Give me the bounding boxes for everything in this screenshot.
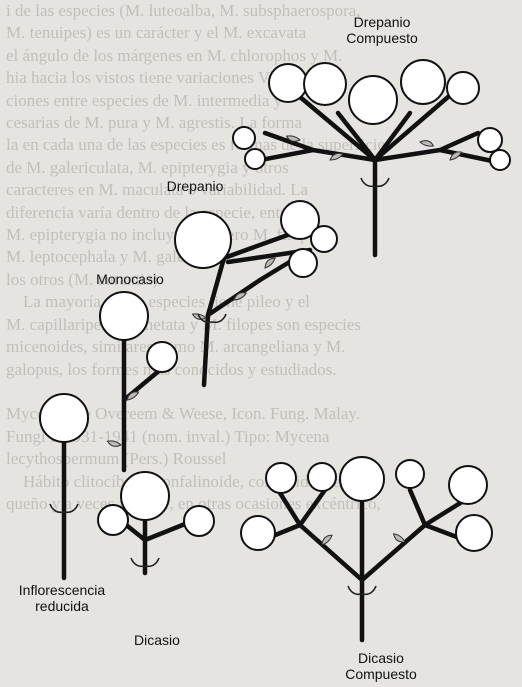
label-drepanio: Drepanio bbox=[150, 178, 240, 194]
bract-dcomp-1 bbox=[320, 533, 334, 546]
stem-dc-r2 bbox=[375, 150, 497, 162]
flower-dcomp-6 bbox=[449, 466, 487, 504]
flower-dc-4 bbox=[401, 60, 445, 104]
label-dicasio-compuesto: Dicasio Compuesto bbox=[321, 650, 441, 682]
flower-monocasio-terminal bbox=[100, 292, 148, 340]
flower-dicasio-left bbox=[98, 505, 128, 535]
flower-drepanio-3 bbox=[311, 226, 337, 252]
flower-dicasio-right bbox=[184, 506, 214, 536]
stem-dcomp-l3 bbox=[300, 490, 325, 525]
flower-dcomp-5 bbox=[396, 460, 424, 488]
label-monocasio: Monocasio bbox=[80, 271, 180, 287]
flower-dcomp-3 bbox=[308, 463, 336, 491]
label-inflorescencia-reducida: Inflorescencia reducida bbox=[2, 582, 122, 614]
bract-dc-3 bbox=[420, 138, 435, 148]
flower-dc-1 bbox=[269, 64, 307, 102]
flower-reducida bbox=[40, 394, 88, 442]
flower-dc-5 bbox=[447, 72, 479, 104]
stem-dcomp-r3 bbox=[425, 500, 465, 525]
flower-dc-7 bbox=[245, 149, 265, 169]
flower-dc-2 bbox=[304, 63, 346, 105]
flower-drepanio-1 bbox=[175, 212, 231, 268]
flower-dc-9 bbox=[490, 150, 510, 170]
stem-dcomp-r1 bbox=[362, 525, 470, 580]
flower-dicasio-terminal bbox=[121, 472, 169, 520]
flower-dc-6 bbox=[233, 127, 255, 149]
label-dicasio: Dicasio bbox=[112, 632, 202, 648]
flower-dc-8 bbox=[478, 128, 502, 152]
stem-dcomp-l2 bbox=[280, 493, 300, 525]
flower-dcomp-7 bbox=[456, 515, 492, 551]
flower-dcomp-2 bbox=[266, 463, 296, 493]
flower-dcomp-1 bbox=[241, 516, 275, 550]
flower-monocasio-lateral bbox=[147, 342, 177, 372]
stem-dc-r3 bbox=[440, 133, 478, 150]
bract-monocasio-2 bbox=[107, 439, 122, 449]
label-drepanio-compuesto: Drepanio Compuesto bbox=[322, 14, 442, 46]
flower-dc-3 bbox=[349, 76, 397, 124]
stem-dcomp-r2 bbox=[410, 490, 425, 525]
flower-drepanio-4 bbox=[289, 249, 317, 277]
flower-dcomp-4 bbox=[340, 457, 384, 501]
